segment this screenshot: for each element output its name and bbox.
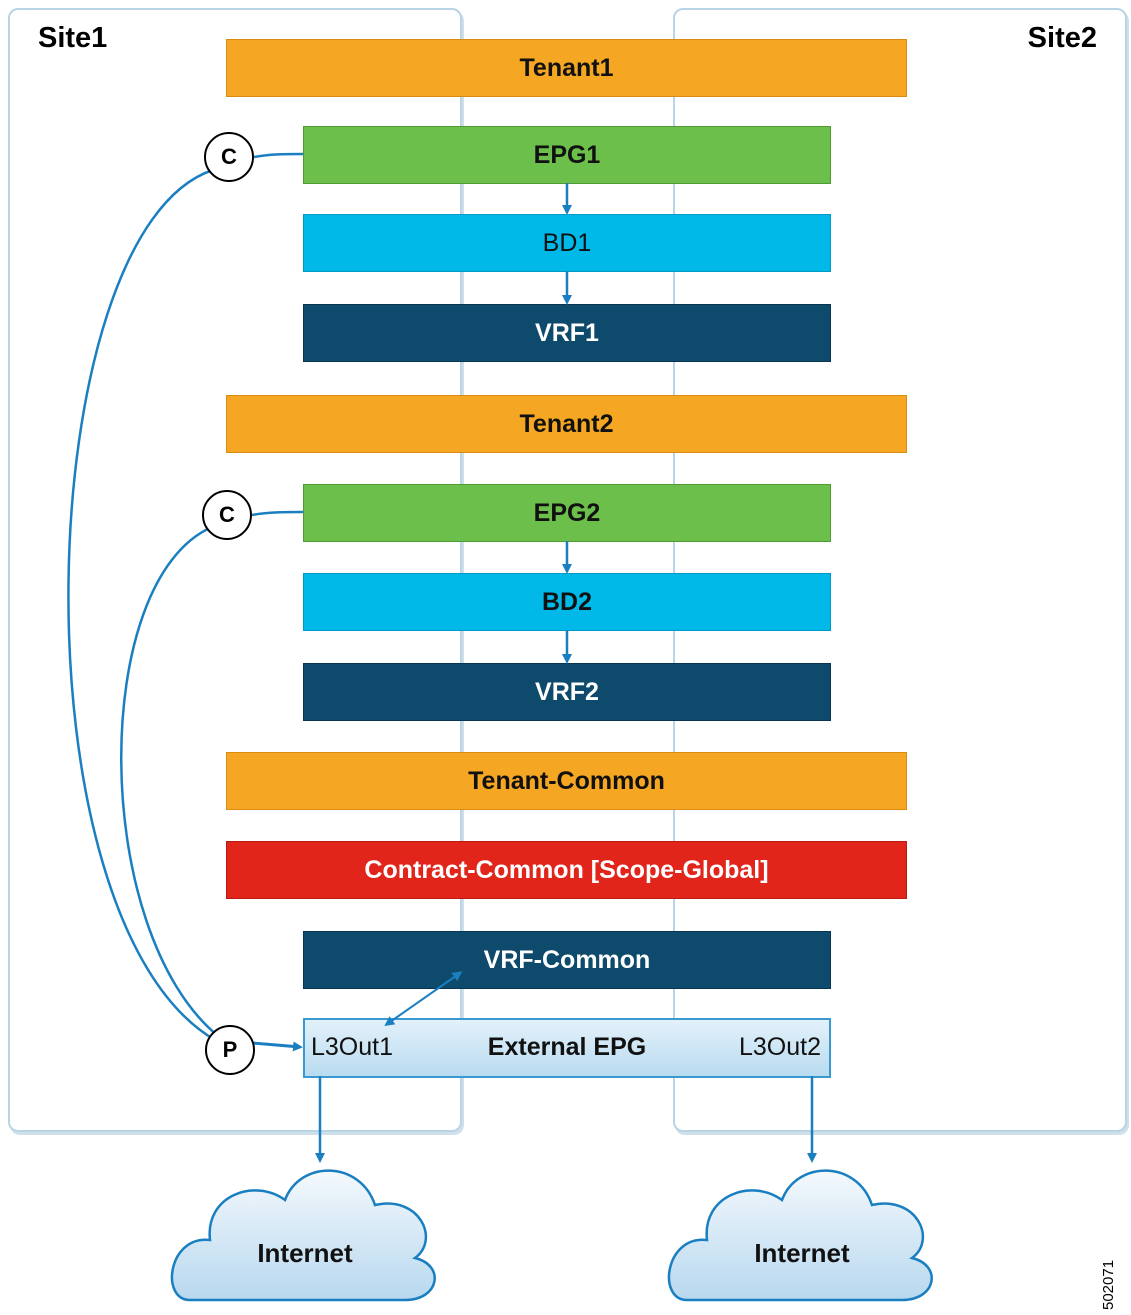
epg2-box: EPG2: [303, 484, 831, 542]
figure-id: 502071: [1100, 1259, 1117, 1310]
epg1-consumer-link: [253, 152, 304, 159]
tenant-common-box: Tenant-Common: [226, 752, 907, 810]
tenant1-box: Tenant1: [226, 39, 907, 97]
consumer-badge-epg1: C: [204, 132, 254, 182]
l3out1-label: L3Out1: [311, 1033, 394, 1061]
site2-label: Site2: [1027, 22, 1097, 54]
l3out2-label: L3Out2: [738, 1033, 821, 1061]
vrf1-box: VRF1: [303, 304, 831, 362]
vrf-common-l3out1-arrow: [384, 971, 463, 1027]
tenant2-box: Tenant2: [226, 395, 907, 453]
consumer-badge-epg2: C: [202, 490, 252, 540]
cloud-right-icon: [667, 1169, 933, 1302]
epg1-box: EPG1: [303, 126, 831, 184]
cloud-left-icon: [170, 1169, 436, 1302]
contract-curve-epg1: [67, 168, 216, 1042]
contract-common-box: Contract-Common [Scope-Global]: [226, 841, 907, 899]
internet-left-label: Internet: [257, 1238, 353, 1268]
external-epg-label: External EPG: [487, 1033, 647, 1061]
vrf2-box: VRF2: [303, 663, 831, 721]
site1-label: Site1: [38, 22, 108, 54]
provider-to-l3out1-arrow: [251, 1041, 303, 1052]
internet-right-label: Internet: [754, 1238, 850, 1268]
external-epg-box: L3Out1 External EPG L3Out2: [303, 1018, 831, 1078]
provider-badge: P: [205, 1025, 255, 1075]
bd2-box: BD2: [303, 573, 831, 631]
contract-curve-epg2: [120, 525, 219, 1037]
epg2-consumer-link: [251, 510, 304, 517]
